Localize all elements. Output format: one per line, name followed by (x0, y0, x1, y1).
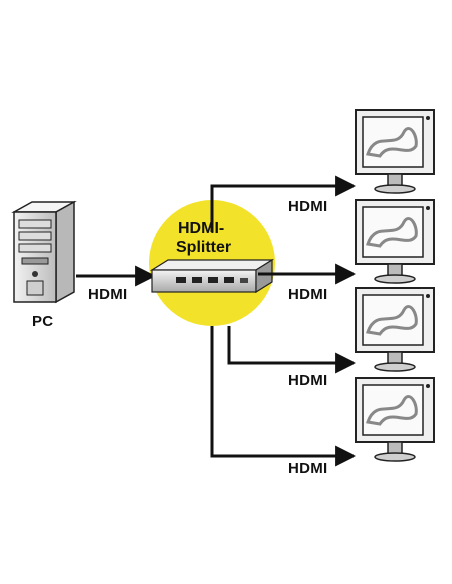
output-line-3 (227, 326, 357, 374)
output-hdmi-label-3: HDMI (288, 372, 328, 389)
input-hdmi-label: HDMI (88, 286, 128, 303)
monitor-icon (355, 199, 435, 284)
output-line-4 (210, 326, 357, 467)
pc-label: PC (32, 313, 54, 330)
output-hdmi-label-4: HDMI (288, 460, 328, 477)
hdmi-splitter-device-icon (149, 258, 275, 294)
output-hdmi-label-1: HDMI (288, 198, 328, 215)
desktop-tower-icon (11, 200, 77, 304)
monitor-icon (355, 287, 435, 372)
monitor-icon (355, 109, 435, 194)
output-connection-lines (210, 175, 357, 467)
monitor-icon (355, 377, 435, 462)
output-line-1 (210, 175, 357, 232)
output-hdmi-label-2: HDMI (288, 286, 328, 303)
